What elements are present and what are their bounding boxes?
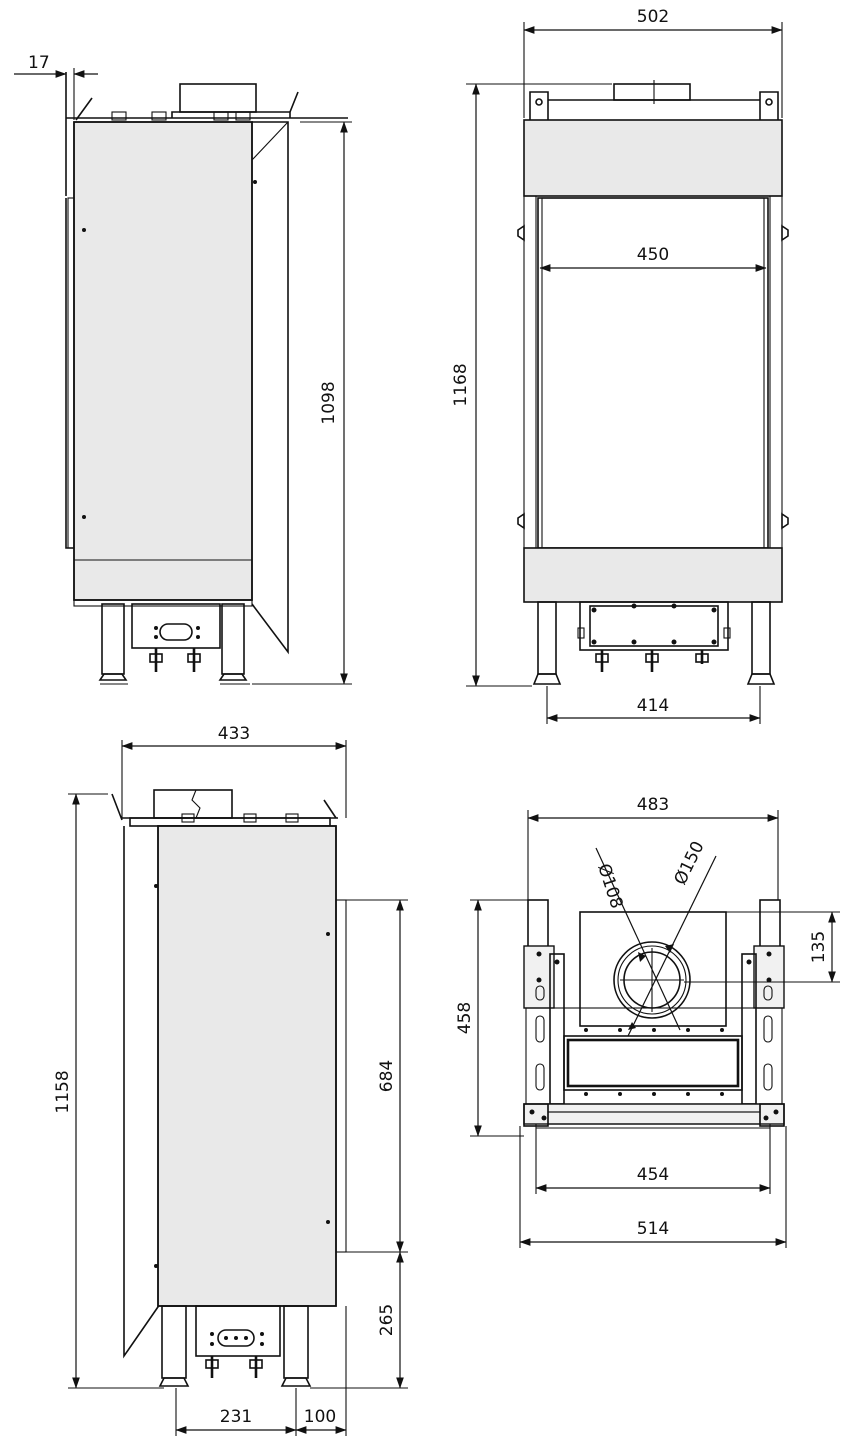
front-view-top bbox=[517, 80, 789, 685]
dim-diameter-150-label: Ø150 bbox=[671, 838, 709, 888]
flue-outer-circle bbox=[613, 941, 691, 1019]
dim-width-454-label: 454 bbox=[637, 1165, 669, 1185]
dim-width-450-label: 450 bbox=[637, 245, 669, 265]
dim-height-1158-label: 1158 bbox=[53, 1070, 73, 1113]
dim-width-483-label: 483 bbox=[637, 795, 669, 815]
side-view-bottom bbox=[111, 789, 347, 1387]
dim-width-433-label: 433 bbox=[218, 724, 250, 744]
dim-height-1098-label: 1098 bbox=[319, 381, 339, 424]
top-view bbox=[523, 847, 785, 1134]
dim-width-100-label: 100 bbox=[304, 1407, 336, 1427]
dim-offset-135-label: 135 bbox=[809, 931, 829, 963]
front-panel bbox=[73, 121, 253, 601]
side-view-top-dimensions: 17 1098 bbox=[14, 53, 352, 685]
flue-collar bbox=[179, 83, 257, 113]
dim-height-1168-label: 1168 bbox=[451, 363, 471, 406]
dim-width-502-label: 502 bbox=[637, 7, 669, 27]
dim-height-684-label: 684 bbox=[377, 1060, 397, 1092]
dim-offset-label: 17 bbox=[28, 53, 50, 73]
side-view-top bbox=[65, 72, 348, 685]
dim-width-514-label: 514 bbox=[637, 1219, 669, 1239]
flue-top bbox=[613, 83, 691, 101]
dim-height-458-label: 458 bbox=[455, 1002, 475, 1034]
dim-height-265-label: 265 bbox=[377, 1304, 397, 1336]
dim-diameter-108-label: Ø108 bbox=[593, 861, 626, 911]
side-view-bottom-dimensions: 433 1158 684 265 231 100 bbox=[53, 724, 408, 1436]
front-view-top-dimensions: 502 1168 450 414 bbox=[451, 7, 783, 724]
dim-width-231-label: 231 bbox=[220, 1407, 252, 1427]
dim-width-414-label: 414 bbox=[637, 696, 669, 716]
